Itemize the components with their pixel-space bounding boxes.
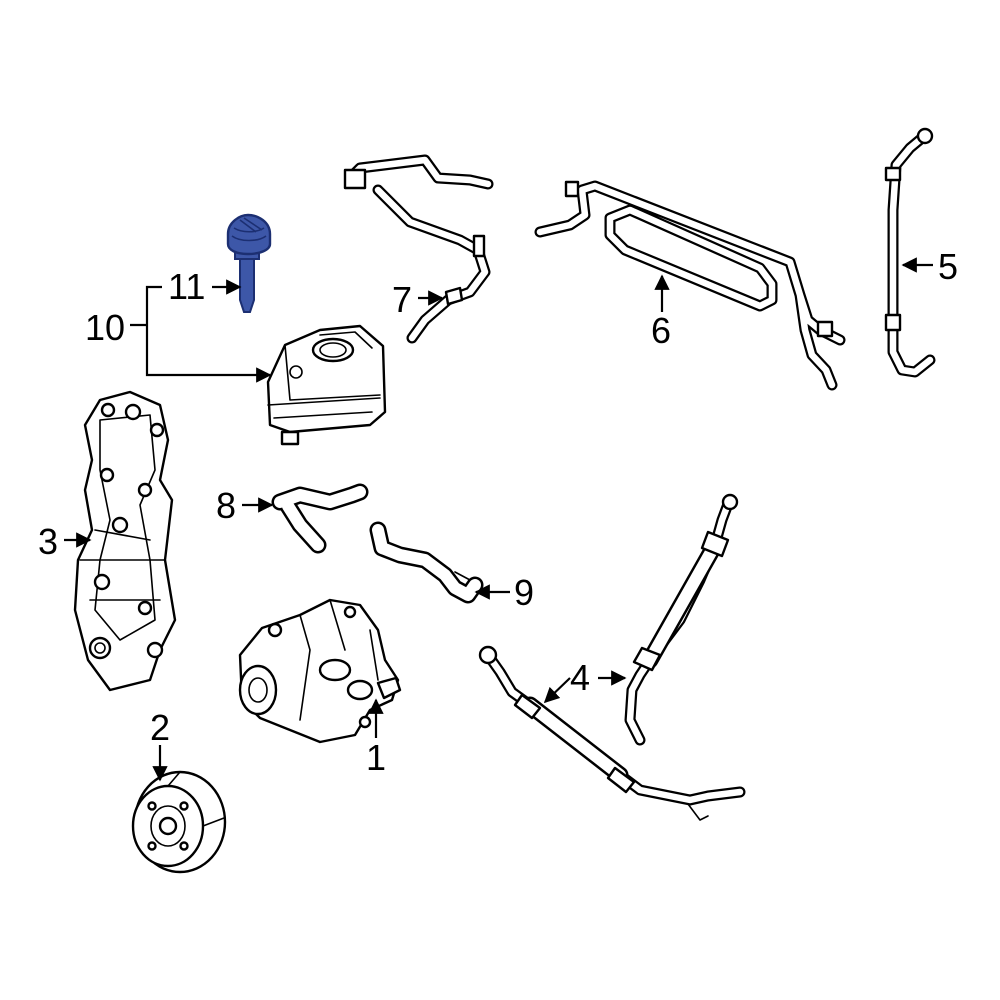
dipstick-cap-grip (231, 217, 267, 242)
leader-4-left (543, 677, 571, 704)
cooler-line-part[interactable] (534, 180, 846, 391)
callout-labels: 11 10 7 6 5 3 8 9 4 2 1 (38, 246, 958, 778)
callout-11[interactable]: 11 (168, 266, 205, 307)
callout-7[interactable]: 7 (392, 279, 412, 320)
callout-4[interactable]: 4 (570, 657, 590, 698)
hose-9-part[interactable] (369, 521, 484, 604)
leader-lines (64, 257, 933, 782)
leader-10-bracket (145, 285, 272, 383)
dipstick-cap-part[interactable] (226, 213, 272, 313)
power-steering-pump-part[interactable] (238, 598, 402, 744)
callout-10[interactable]: 10 (85, 307, 125, 348)
hose-8-part[interactable] (271, 483, 369, 554)
callout-1[interactable]: 1 (366, 737, 386, 778)
pulley-part[interactable] (131, 770, 227, 874)
callout-9[interactable]: 9 (514, 572, 534, 613)
callout-3[interactable]: 3 (38, 521, 58, 562)
callout-8[interactable]: 8 (216, 485, 236, 526)
callout-6[interactable]: 6 (651, 310, 671, 351)
callout-5[interactable]: 5 (938, 246, 958, 287)
return-tube-part[interactable] (343, 154, 494, 344)
callout-2[interactable]: 2 (150, 707, 170, 748)
dipstick-cap-body (226, 213, 272, 256)
return-line-part[interactable] (884, 127, 936, 378)
mounting-bracket-part[interactable] (73, 390, 177, 692)
reservoir-part[interactable] (266, 324, 387, 446)
pressure-hose-part[interactable] (478, 493, 746, 821)
